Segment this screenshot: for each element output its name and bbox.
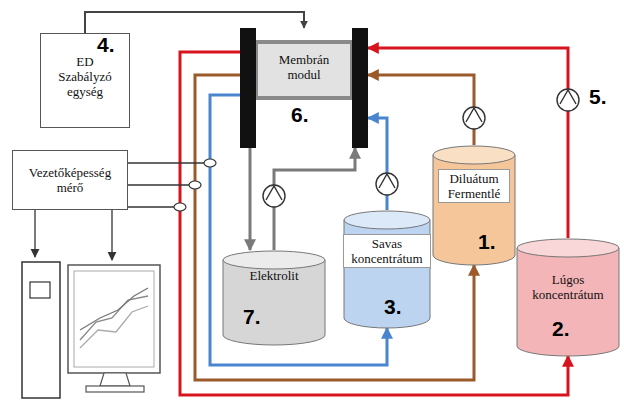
text-holder: Diluátum Fermentlé [432,169,516,203]
callout-number: 7. [243,306,261,328]
node-label: Diluátum Fermentlé [438,169,510,203]
callout-number: 5. [589,86,607,108]
node-label: Vezetőképesség mérő [18,165,122,195]
node-label: ED Szabályzó egység [53,54,117,99]
flow-line [85,12,304,33]
node-label: Elektrolit [249,268,298,283]
computer-tower [22,262,60,398]
tank-outline [432,145,516,265]
flow-line [368,75,474,145]
text-holder: Membrán modul [240,52,368,83]
callout-number: 2. [552,318,570,340]
end-plate [240,28,256,148]
callout-number: 6. [291,104,309,126]
controller-box: ED Szabályzó egység [40,33,130,128]
node-label: Lúgos koncentrátum [524,272,612,302]
text-holder: Savas koncentrátum [343,234,431,268]
pumps [263,89,579,207]
computer-monitor [68,265,160,392]
callout-number: 1. [478,231,496,253]
electrolyte-tank: Elektrolit [222,250,326,345]
text-holder: Lúgos koncentrátum [516,272,620,303]
text-holder: Vezetőképesség mérő [13,165,127,196]
flow-line [368,118,387,210]
callout-number: 4. [97,34,115,56]
meter-box: Vezetőképesség mérő [12,150,128,210]
diluate-tank: Diluátum Fermentlé [432,145,516,265]
membrane-module: Membrán modul [240,28,368,148]
flow-line [180,52,568,395]
text-holder: Elektrolit [222,266,326,284]
callout-number: 3. [384,296,402,318]
node-label: Savas koncentrátum [343,234,431,268]
flow-line [249,148,252,250]
tank-outline [222,250,326,345]
sensors [174,159,216,211]
end-plate [352,28,368,148]
flow-line [195,75,474,380]
node-label: Membrán modul [269,52,339,82]
text-holder: ED Szabályzó egység [41,54,129,100]
